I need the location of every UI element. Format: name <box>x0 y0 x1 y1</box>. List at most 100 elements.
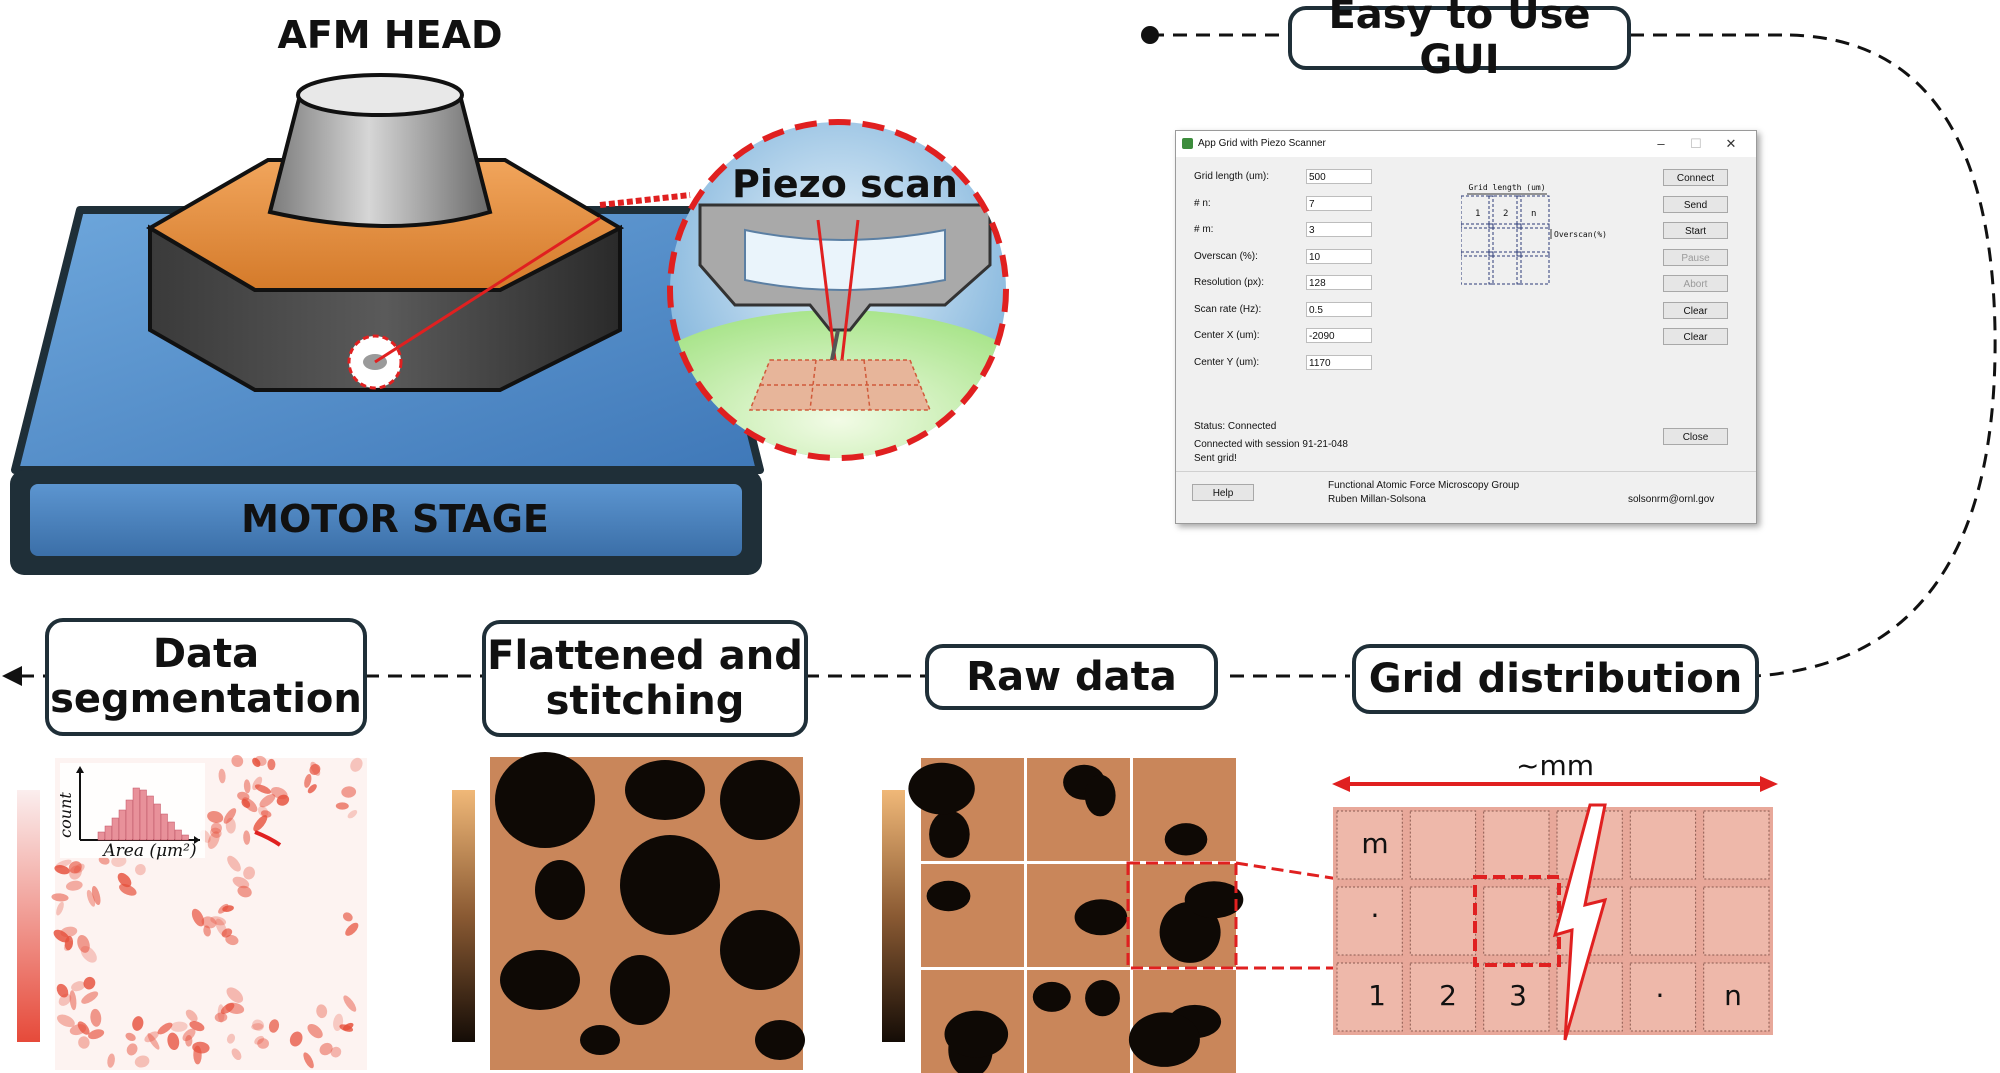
grid-cell <box>1630 811 1695 879</box>
histogram-bar <box>168 822 175 840</box>
grid-row-m: m <box>1361 827 1388 860</box>
button-clear[interactable]: Clear <box>1663 328 1728 345</box>
field-input[interactable]: 1170 <box>1306 355 1372 370</box>
grid-col-dot: · <box>1656 979 1665 1012</box>
raw-data-tile <box>1129 970 1236 1073</box>
grid-cell <box>1630 887 1695 955</box>
field-label: Center X (um): <box>1194 330 1260 341</box>
raw-data-tile <box>1133 864 1243 967</box>
app-window: App Grid with Piezo Scanner – ☐ ✕ Grid l… <box>1175 130 1757 524</box>
histogram-ylabel: count <box>56 792 75 838</box>
maximize-icon[interactable]: ☐ <box>1681 134 1711 154</box>
field-label: Grid length (um): <box>1194 171 1269 182</box>
help-button[interactable]: Help <box>1192 484 1254 501</box>
button-pause[interactable]: Pause <box>1663 249 1728 266</box>
segmented-grain <box>267 759 275 770</box>
grid-distribution-label: Grid distribution <box>1369 657 1742 702</box>
close-icon[interactable]: ✕ <box>1716 134 1746 154</box>
grid-col-2: 2 <box>1439 979 1457 1012</box>
histogram-bar <box>175 830 182 840</box>
afm-head-cylinder-top <box>298 75 462 115</box>
easy-gui-box: Easy to Use GUI <box>1288 6 1631 70</box>
grid-diagram <box>1332 776 1778 1040</box>
button-connect[interactable]: Connect <box>1663 169 1728 186</box>
stitched-domain <box>535 860 585 920</box>
histogram-bar <box>119 810 126 840</box>
data-segmentation-line2: segmentation <box>50 677 362 722</box>
minimize-icon[interactable]: – <box>1646 134 1676 154</box>
raw-data-label: Raw data <box>966 655 1176 700</box>
field-input[interactable]: 0.5 <box>1306 302 1372 317</box>
schematic-cell-n: n <box>1531 209 1536 219</box>
app-icon <box>1182 138 1193 149</box>
grid-schematic: Grid length (um) 1 2 n Overscan(%) <box>1461 181 1641 311</box>
author-text: Ruben Millan-Solsona <box>1328 494 1426 505</box>
flow-end-arrow <box>2 666 22 686</box>
grid-cell <box>1704 811 1769 879</box>
window-footer: Help Functional Atomic Force Microscopy … <box>1176 471 1756 523</box>
group-text: Functional Atomic Force Microscopy Group <box>1328 480 1519 491</box>
window-title: App Grid with Piezo Scanner <box>1198 138 1326 149</box>
sent-text: Sent grid! <box>1194 453 1237 464</box>
grid-col-3: 3 <box>1509 979 1527 1012</box>
stitched-domain <box>625 760 705 820</box>
histogram-bar <box>126 800 133 840</box>
grid-cell <box>1484 887 1549 955</box>
field-input[interactable]: 3 <box>1306 222 1372 237</box>
field-label: # m: <box>1194 224 1213 235</box>
stitched-domain <box>580 1025 620 1055</box>
raw-data-tile <box>1027 970 1130 1073</box>
raw-data-tile <box>921 864 1024 967</box>
histogram-bar <box>98 832 105 840</box>
grid-row-dot: · <box>1371 899 1380 932</box>
schematic-cell-1: 1 <box>1475 209 1480 219</box>
raw-data-tile <box>908 758 1024 861</box>
field-label: Overscan (%): <box>1194 251 1258 262</box>
piezo-scan-label: Piezo scan <box>732 162 958 206</box>
raw-data-tile <box>1133 758 1236 861</box>
grid-col-1: 1 <box>1368 979 1386 1012</box>
field-input[interactable]: 7 <box>1306 196 1372 211</box>
window-titlebar: App Grid with Piezo Scanner – ☐ ✕ <box>1176 131 1756 157</box>
field-label: Resolution (px): <box>1194 277 1264 288</box>
afm-head-label: AFM HEAD <box>277 13 502 57</box>
data-segmentation-line1: Data <box>153 632 259 677</box>
button-start[interactable]: Start <box>1663 222 1728 239</box>
grid-cell <box>1484 811 1549 879</box>
histogram-bar <box>154 804 161 840</box>
raw-data-tile <box>1027 758 1130 861</box>
histogram-xlabel: Area (μm²) <box>101 841 196 861</box>
button-send[interactable]: Send <box>1663 196 1728 213</box>
histogram-bar <box>182 835 189 840</box>
grid-cell <box>1410 887 1475 955</box>
schematic-title: Grid length (um) <box>1468 183 1545 192</box>
button-abort[interactable]: Abort <box>1663 275 1728 292</box>
easy-gui-label: Easy to Use GUI <box>1292 0 1627 83</box>
flow-start-dot <box>1141 26 1159 44</box>
field-input[interactable]: 500 <box>1306 169 1372 184</box>
raw-data-panel <box>882 758 1345 1073</box>
raw-data-tile <box>1027 864 1130 967</box>
button-clear[interactable]: Clear <box>1663 302 1728 319</box>
grid-scale-label: ~mm <box>1516 749 1594 782</box>
flattened-line2: stitching <box>546 679 745 724</box>
raw-data-tile <box>921 970 1024 1073</box>
histogram-bar <box>161 814 168 840</box>
grid-col-n: n <box>1724 979 1742 1012</box>
email-text: solsonrm@ornl.gov <box>1628 494 1714 505</box>
flattened-line1: Flattened and <box>487 634 803 679</box>
field-input[interactable]: -2090 <box>1306 328 1372 343</box>
stitched-domain <box>610 955 670 1025</box>
grid-cell <box>1410 811 1475 879</box>
stitched-domain <box>500 950 580 1010</box>
close-button[interactable]: Close <box>1663 428 1728 445</box>
histogram-bar <box>147 796 154 840</box>
session-text: Connected with session 91-21-048 <box>1194 439 1348 450</box>
field-input[interactable]: 10 <box>1306 249 1372 264</box>
histogram-bar <box>112 818 119 840</box>
schematic-overscan: Overscan(%) <box>1554 230 1607 239</box>
motor-stage-label: MOTOR STAGE <box>241 497 549 541</box>
field-input[interactable]: 128 <box>1306 275 1372 290</box>
stitched-domain <box>620 835 720 935</box>
stitched-domain <box>720 760 800 840</box>
